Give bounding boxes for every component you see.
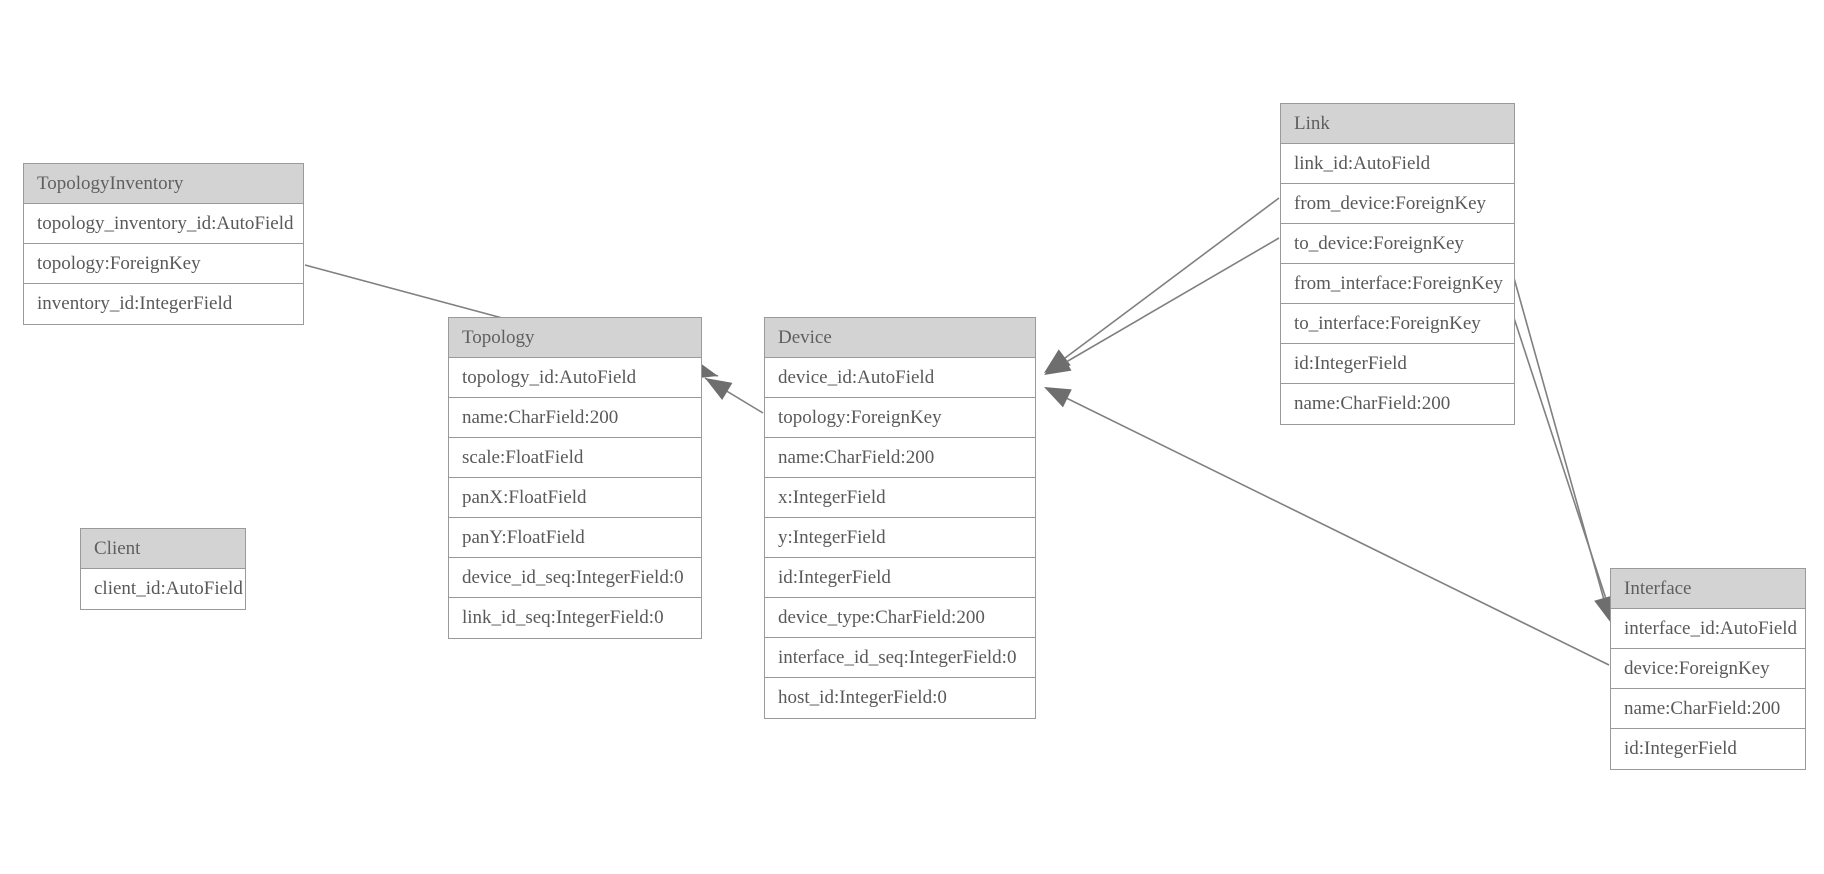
entity-field: id:IntegerField [1281, 344, 1514, 384]
relationship-line [1049, 389, 1610, 666]
entity-field-list-client: client_id:AutoField [81, 569, 245, 609]
entity-field: y:IntegerField [765, 518, 1035, 558]
entity-field: id:IntegerField [765, 558, 1035, 598]
entity-field: name:CharField:200 [1294, 393, 1451, 414]
relationship-link-to-device [1044, 237, 1280, 375]
entity-title-device: Device [765, 318, 1035, 358]
entity-field: topology:ForeignKey [765, 398, 1035, 438]
entity-title-link: Link [1281, 104, 1514, 144]
entity-title-topology: Topology [449, 318, 701, 358]
entity-field: link_id_seq:IntegerField:0 [462, 607, 664, 628]
entity-title-client: Client [81, 529, 245, 569]
entity-title-topology_inventory: TopologyInventory [24, 164, 303, 204]
relationship-line [1513, 317, 1610, 609]
entity-field: name:CharField:200 [765, 438, 1035, 478]
entity-field: panY:FloatField [449, 518, 701, 558]
entity-field: topology_id:AutoField [449, 358, 701, 398]
arrowhead-icon [1044, 353, 1072, 375]
entity-field: topology_inventory_id:AutoField [24, 204, 303, 244]
entity-field: name:CharField:200 [449, 398, 701, 438]
entity-field: host_id:IntegerField:0 [778, 687, 947, 708]
entity-field: id:IntegerField [1624, 738, 1737, 759]
entity-field: from_interface:ForeignKey [1281, 264, 1514, 304]
entity-field: client_id:AutoField [94, 578, 243, 599]
entity-field: panX:FloatField [449, 478, 701, 518]
entity-field: name:CharField:200 [1611, 689, 1805, 729]
relationship-line [1513, 277, 1607, 608]
entity-field: device_id:AutoField [765, 358, 1035, 398]
entity-field: interface_id:AutoField [1611, 609, 1805, 649]
relationship-line [704, 377, 764, 414]
arrowhead-icon [1044, 387, 1072, 408]
entity-field: scale:FloatField [449, 438, 701, 478]
entity-field: from_device:ForeignKey [1281, 184, 1514, 224]
entity-field: to_device:ForeignKey [1281, 224, 1514, 264]
entity-field: interface_id_seq:IntegerField:0 [765, 638, 1035, 678]
entity-field: device_type:CharField:200 [765, 598, 1035, 638]
entity-box-client[interactable]: Client client_id:AutoField [80, 528, 246, 610]
relationship-link-from-device [1044, 197, 1280, 373]
entity-field: link_id:AutoField [1281, 144, 1514, 184]
entity-field: inventory_id:IntegerField [37, 293, 233, 314]
arrowhead-icon [1044, 349, 1071, 373]
entity-field: device:ForeignKey [1611, 649, 1805, 689]
entity-field: device_id_seq:IntegerField:0 [449, 558, 701, 598]
entity-field: x:IntegerField [765, 478, 1035, 518]
arrowhead-icon [705, 378, 733, 400]
relationship-line [1048, 197, 1280, 371]
entity-field: to_interface:ForeignKey [1281, 304, 1514, 344]
relationship-link-from-interface [1513, 277, 1614, 623]
relationship-device-topology [704, 377, 764, 414]
entity-field: topology:ForeignKey [24, 244, 303, 284]
relationship-line [1048, 237, 1280, 373]
relationship-link-to-interface [1513, 317, 1616, 623]
entity-title-interface: Interface [1611, 569, 1805, 609]
